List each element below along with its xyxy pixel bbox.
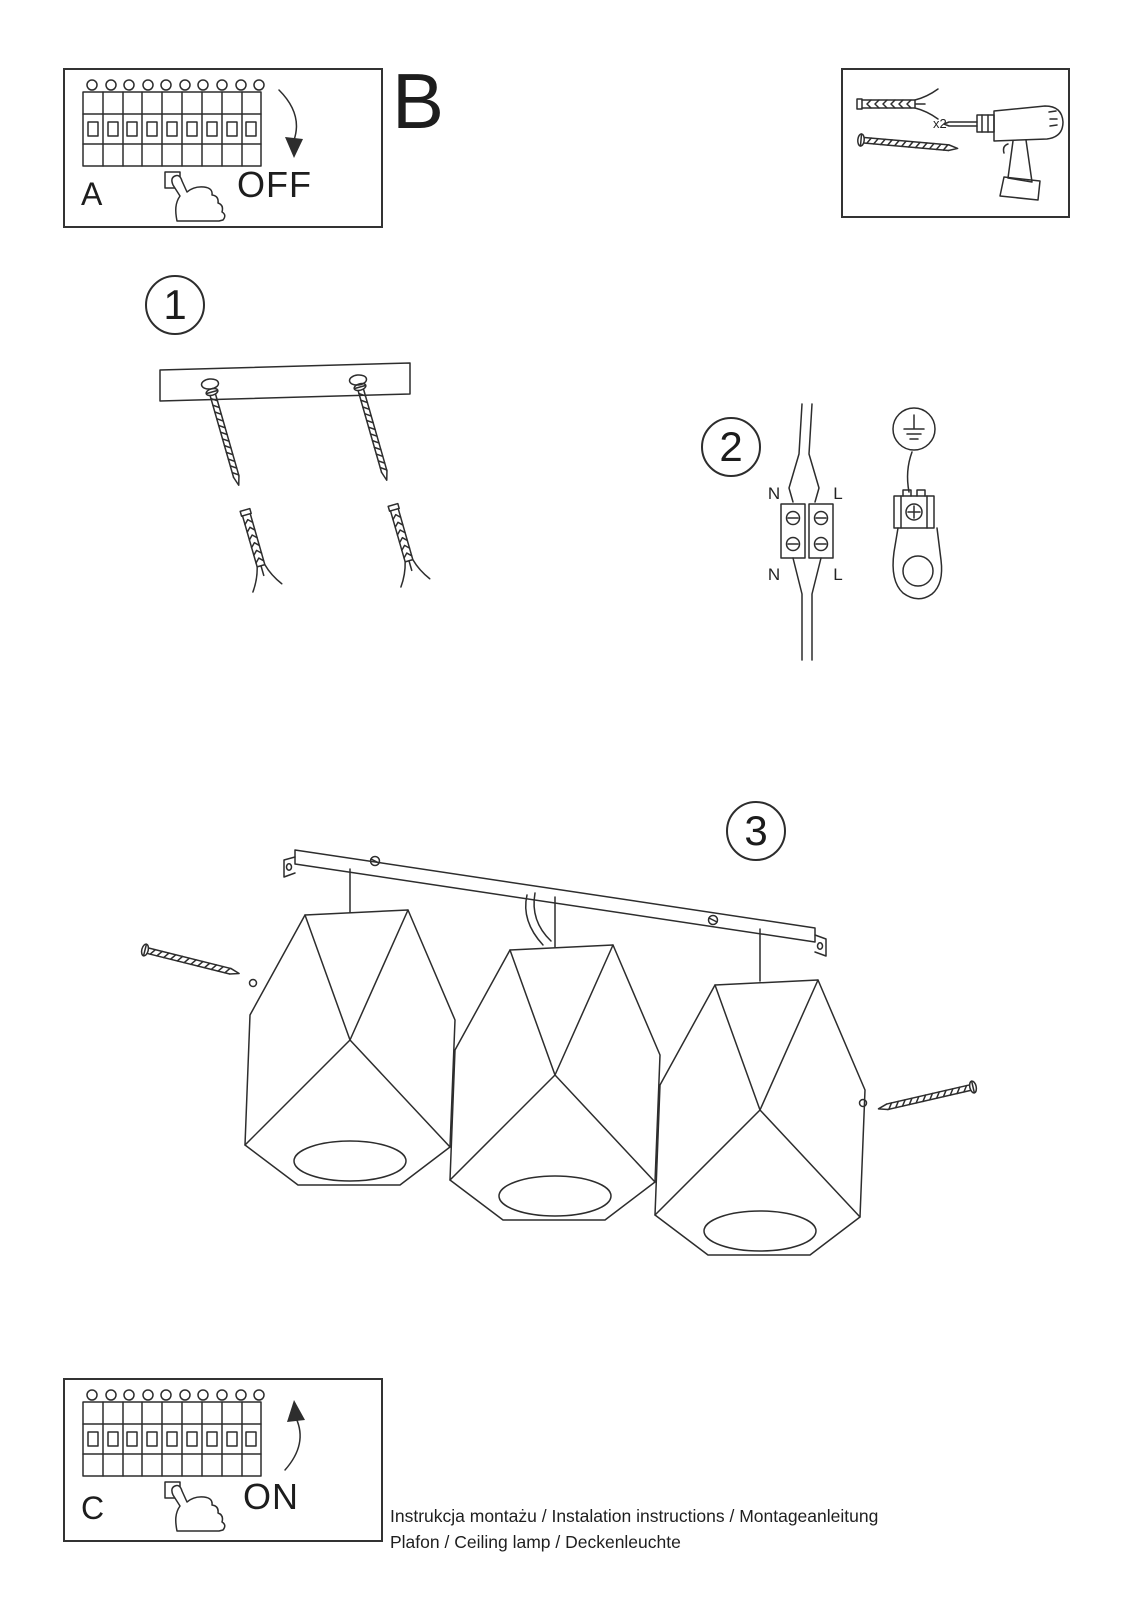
step-1-badge: 1 bbox=[145, 275, 205, 335]
hanging-stems bbox=[349, 868, 761, 982]
circuit-breaker-illustration bbox=[82, 1389, 265, 1532]
step-1-number: 1 bbox=[163, 281, 187, 328]
footer-line-1: Instrukcja montażu / Instalation instruc… bbox=[390, 1506, 879, 1526]
label-n-top: N bbox=[768, 484, 780, 503]
mounting-bracket bbox=[159, 362, 411, 402]
power-on-panel: ON C bbox=[63, 1378, 383, 1542]
terminal-block bbox=[780, 503, 834, 559]
step-3-badge: 3 bbox=[726, 801, 786, 861]
step-3-number: 3 bbox=[744, 807, 768, 854]
screw-right bbox=[352, 381, 394, 483]
step-2-number: 2 bbox=[719, 423, 743, 470]
drill-icon bbox=[943, 105, 1064, 201]
off-label: OFF bbox=[237, 164, 312, 205]
arrow-up-icon bbox=[284, 1400, 305, 1471]
label-l-bottom: L bbox=[833, 565, 842, 584]
lamp-wires bbox=[792, 557, 822, 661]
wall-plug-left bbox=[229, 505, 283, 593]
footer: Instrukcja montażu / Instalation instruc… bbox=[390, 1503, 1100, 1555]
lamp-shade-left bbox=[244, 909, 456, 1186]
footer-line-2: Plafon / Ceiling lamp / Deckenleuchte bbox=[390, 1532, 681, 1552]
power-off-panel: OFF A bbox=[63, 68, 383, 228]
step1-bracket-illustration bbox=[159, 362, 431, 593]
label-n-bottom: N bbox=[768, 565, 780, 584]
required-parts-box: x2 bbox=[841, 68, 1070, 218]
side-screw-right bbox=[858, 1079, 979, 1116]
arrow-down-icon bbox=[278, 89, 303, 158]
power-cable bbox=[525, 892, 552, 946]
anchor-quantity: x2 bbox=[933, 116, 947, 131]
parts-illustration: x2 bbox=[856, 88, 1064, 201]
step-2-badge: 2 bbox=[701, 417, 761, 477]
panel-a-label: A bbox=[81, 176, 103, 212]
side-screw-left bbox=[139, 942, 258, 988]
mains-wires bbox=[788, 403, 820, 503]
panel-c-label: C bbox=[81, 1490, 105, 1526]
earth-symbol-icon bbox=[892, 407, 936, 451]
lamp-shade-middle bbox=[449, 944, 661, 1221]
wall-plug-right bbox=[377, 500, 431, 588]
cable-clamp bbox=[892, 489, 943, 600]
screw-icon bbox=[856, 132, 959, 156]
on-label: ON bbox=[243, 1476, 299, 1517]
screw-left bbox=[204, 386, 246, 488]
lamp-shade-right bbox=[654, 979, 866, 1256]
wall-plug-icon bbox=[856, 88, 939, 120]
earth-wire bbox=[906, 451, 913, 493]
step3-lamp-assembly bbox=[139, 849, 979, 1256]
section-b-label: B bbox=[392, 57, 445, 145]
step2-wiring-diagram: N L N L bbox=[768, 403, 943, 661]
label-l-top: L bbox=[833, 484, 842, 503]
